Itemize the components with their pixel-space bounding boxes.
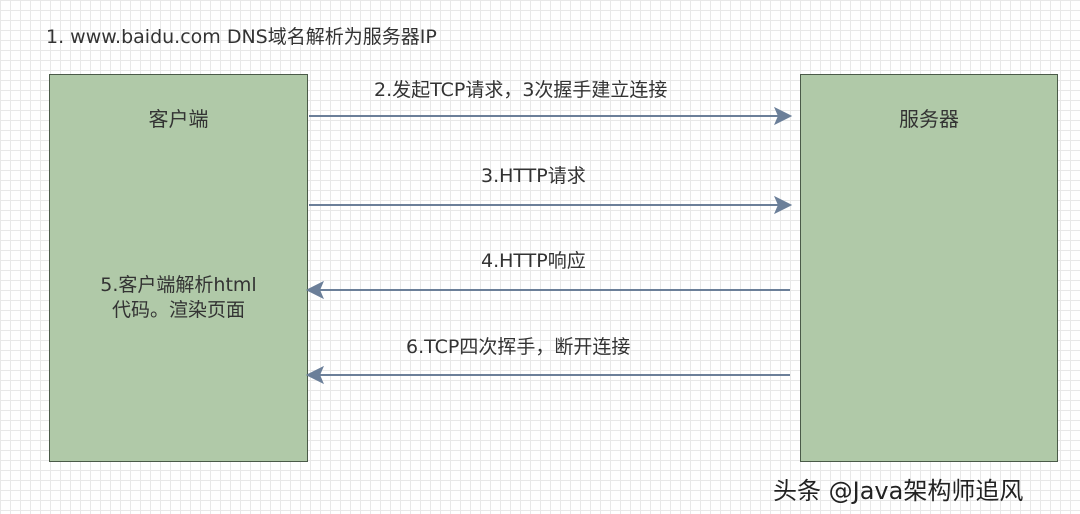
step1-dns-label: 1. www.baidu.com DNS域名解析为服务器IP bbox=[46, 26, 437, 48]
server-box: 服务器 bbox=[800, 74, 1058, 462]
client-render-note: 5.客户端解析html 代码。渲染页面 bbox=[50, 273, 307, 323]
client-note-line2: 代码。渲染页面 bbox=[111, 299, 245, 321]
client-note-line1: 5.客户端解析html bbox=[100, 274, 257, 296]
client-title: 客户端 bbox=[148, 107, 209, 131]
arrowhead-tcp-close bbox=[305, 365, 324, 385]
server-title: 服务器 bbox=[899, 107, 959, 131]
arrowhead-http-request bbox=[774, 195, 793, 215]
arrow-label-tcp-handshake: 2.发起TCP请求，3次握手建立连接 bbox=[374, 79, 668, 101]
arrowhead-http-response bbox=[305, 280, 324, 300]
arrow-label-http-request: 3.HTTP请求 bbox=[481, 165, 586, 187]
arrowhead-tcp-handshake bbox=[774, 106, 793, 126]
arrow-label-http-response: 4.HTTP响应 bbox=[481, 250, 586, 272]
arrow-label-tcp-close: 6.TCP四次挥手，断开连接 bbox=[406, 336, 631, 358]
client-box: 客户端 5.客户端解析html 代码。渲染页面 bbox=[49, 74, 308, 462]
watermark: 头条 @Java架构师追风 bbox=[773, 477, 1024, 505]
